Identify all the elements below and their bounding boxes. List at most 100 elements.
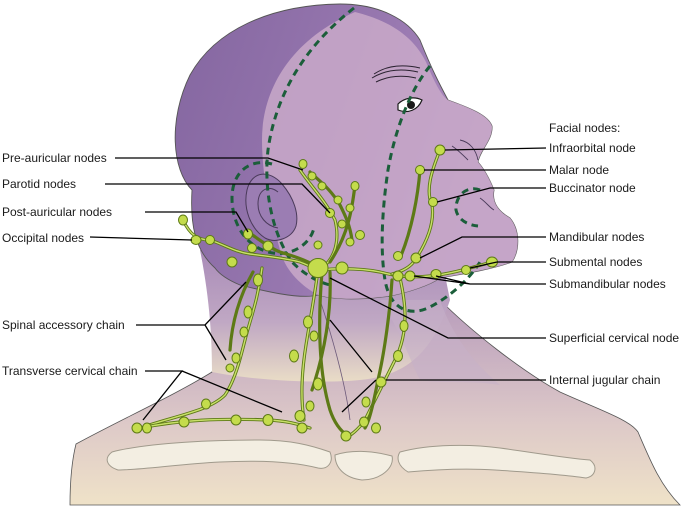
leader-post-auricular: [145, 211, 249, 233]
leader-infraorbital: [444, 147, 547, 151]
scalp-face-boundary: [265, 6, 355, 287]
leader-submental: [469, 261, 546, 269]
leader-spinal-accessory: [136, 281, 247, 361]
label-spinal-accessory: Spinal accessory chain: [2, 318, 125, 332]
right-clavicle: [397, 444, 596, 479]
cervical-node: [340, 430, 352, 442]
leader-transverse-cervical: [142, 370, 283, 421]
cervical-node: [289, 349, 299, 363]
label-malar: Malar node: [549, 163, 609, 177]
vessel-facial-inner: [391, 149, 441, 275]
transverse-cervical-node: [294, 410, 306, 422]
submandibular-node: [404, 270, 416, 282]
occipital-node: [190, 235, 202, 245]
face-boundary: [380, 65, 482, 313]
internal-jugular-node: [393, 350, 403, 362]
vessel-spinal-accessory-inner: [145, 267, 263, 427]
labels: Pre-auricular nodes Parotid nodes Post-a…: [2, 121, 679, 387]
occipital-node: [205, 235, 215, 245]
label-parotid: Parotid nodes: [2, 177, 76, 191]
mouth-line: [479, 197, 495, 211]
label-occipital: Occipital nodes: [2, 231, 84, 245]
vessel-internal-jugular-2: [363, 278, 394, 430]
cervical-node: [313, 377, 323, 391]
leader-buccinator: [436, 187, 546, 203]
ear-inner: [257, 188, 279, 229]
parotid-node: [345, 237, 355, 247]
parotid-node: [337, 219, 347, 229]
leader-internal-jugular: [329, 319, 546, 413]
transverse-cervical-node: [131, 422, 143, 434]
label-post-auricular: Post-auricular nodes: [2, 205, 112, 219]
parotid-node: [345, 203, 355, 213]
lymph-nodes: [131, 144, 498, 442]
infraorbital-node: [434, 144, 446, 156]
label-facial-heading: Facial nodes:: [549, 121, 620, 135]
internal-jugular-node: [371, 422, 381, 434]
post-auricular-node: [262, 240, 274, 252]
transverse-cervical-node: [262, 414, 274, 426]
buccinator-node: [428, 197, 438, 207]
label-pre-auricular: Pre-auricular nodes: [2, 151, 107, 165]
mandibular-node: [393, 251, 403, 261]
label-buccinator: Buccinator node: [549, 181, 636, 195]
spinal-accessory-node: [225, 363, 235, 373]
superficial-cervical-node-small: [335, 261, 349, 275]
parotid-node: [355, 230, 365, 240]
nose-detail: [451, 139, 479, 161]
spinal-accessory-node: [243, 305, 253, 319]
pre-auricular-node: [298, 159, 308, 169]
leader-submandibular: [413, 275, 546, 285]
malar-node: [415, 165, 425, 175]
leader-pre-auricular: [115, 157, 304, 171]
label-superficial-cervical: Superficial cervical node: [549, 331, 679, 345]
vessel-pre-auricular: [308, 170, 354, 242]
vessel-deep-cervical: [318, 270, 350, 438]
spinal-accessory-node: [253, 273, 263, 287]
parotid-node: [333, 195, 343, 205]
leader-superficial-cervical: [329, 277, 546, 339]
leader-occipital: [89, 236, 193, 241]
internal-jugular-node: [399, 320, 409, 332]
transverse-cervical-node: [178, 416, 190, 428]
spinal-accessory-node: [239, 326, 249, 338]
spinal-accessory-node: [201, 398, 211, 410]
neck-shading: [380, 300, 500, 385]
post-auricular-node: [243, 228, 253, 240]
label-submandibular: Submandibular nodes: [549, 277, 666, 291]
left-clavicle: [106, 439, 332, 471]
transverse-cervical-node: [142, 422, 152, 434]
spinal-accessory-node: [231, 352, 241, 364]
cervical-node: [305, 400, 315, 412]
parotid-node: [350, 181, 360, 191]
label-infraorbital: Infraorbital node: [549, 141, 636, 155]
parotid-node: [313, 240, 323, 250]
superficial-cervical-node: [307, 258, 329, 278]
leader-lines: [89, 147, 547, 421]
submental-node: [461, 265, 471, 275]
vessel-malar: [398, 168, 422, 260]
label-submental: Submental nodes: [549, 255, 642, 269]
pre-auricular-node: [317, 181, 327, 191]
sternum-notch: [334, 450, 393, 481]
internal-jugular-node: [361, 396, 371, 408]
label-transverse-cervical: Transverse cervical chain: [2, 364, 138, 378]
submandibular-node: [392, 270, 404, 282]
internal-jugular-node: [359, 416, 369, 428]
vessel-superficial-cervical-inner: [301, 269, 319, 421]
leader-parotid: [105, 183, 331, 214]
transverse-cervical-node: [230, 414, 242, 426]
vessel-spinal-accessory-2: [228, 270, 255, 352]
label-mandibular: Mandibular nodes: [549, 230, 644, 244]
eyebrow: [371, 65, 421, 83]
occipital-node: [226, 256, 238, 268]
transverse-cervical-node: [296, 422, 308, 434]
mandibular-node: [410, 252, 422, 264]
leader-mandibular: [419, 236, 546, 259]
pre-auricular-node: [307, 171, 317, 181]
region-boundaries: [230, 6, 482, 313]
ear-boundary: [230, 161, 316, 255]
internal-jugular-node: [375, 376, 387, 388]
chin-boundary: [454, 187, 481, 228]
